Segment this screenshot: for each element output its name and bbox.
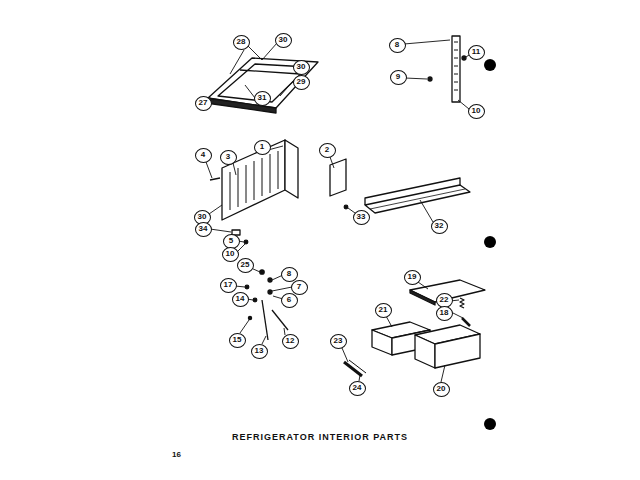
callout-number: 10: [468, 104, 485, 119]
callout-number: 3: [220, 150, 237, 165]
shelf-trim: [240, 70, 300, 74]
callout-number: 10: [222, 247, 239, 262]
page-number: 16: [172, 450, 181, 459]
callout-number: 29: [293, 75, 310, 90]
channel-lip: [365, 178, 460, 205]
callout-number: 2: [319, 143, 336, 158]
callout-number: 34: [195, 222, 212, 237]
callout-number: 20: [433, 382, 450, 397]
callout-number: 27: [195, 96, 212, 111]
trim-strip: [349, 360, 366, 373]
panel-slats: [230, 151, 278, 210]
callout-number: 9: [390, 70, 407, 85]
panel-side: [285, 140, 298, 198]
pin: [462, 318, 470, 326]
hardware: [245, 270, 288, 340]
spring: [460, 298, 464, 308]
clip: [462, 56, 466, 60]
callout-number: 15: [229, 333, 246, 348]
callout-number: 19: [404, 270, 421, 285]
callout-number: 8: [281, 267, 298, 282]
callout-number: 23: [330, 334, 347, 349]
cover-edge: [410, 290, 435, 305]
rail-slots: [454, 42, 458, 90]
callout-number: 32: [431, 219, 448, 234]
shelf-rail: [452, 36, 460, 102]
pin: [210, 178, 220, 180]
registration-dot: [484, 236, 496, 248]
drawer-front: [372, 330, 392, 355]
drawer-side: [435, 334, 480, 368]
callout-number: 30: [275, 33, 292, 48]
figure-caption: REFRIGERATOR INTERIOR PARTS: [232, 432, 408, 442]
registration-dot: [484, 59, 496, 71]
callout-number: 24: [349, 381, 366, 396]
callout-number: 17: [220, 278, 237, 293]
registration-dot: [484, 418, 496, 430]
callout-number: 11: [468, 45, 485, 60]
callout-number: 1: [254, 140, 271, 155]
callout-number: 6: [281, 293, 298, 308]
callout-number: 14: [232, 292, 249, 307]
channel-edge: [370, 189, 465, 209]
screw: [344, 205, 348, 209]
callout-number: 31: [254, 91, 271, 106]
callout-number: 12: [282, 334, 299, 349]
callout-number: 7: [291, 280, 308, 295]
callout-number: 28: [233, 35, 250, 50]
callout-number: 8: [389, 38, 406, 53]
callout-number: 21: [375, 303, 392, 318]
callout-number: 4: [195, 148, 212, 163]
callout-number: 25: [237, 258, 254, 273]
callout-number: 13: [251, 344, 268, 359]
screw: [428, 77, 432, 81]
trim-strip: [344, 362, 362, 376]
callout-number: 30: [293, 60, 310, 75]
screw: [244, 240, 248, 244]
channel: [365, 185, 470, 213]
callout-number: 33: [353, 210, 370, 225]
drawer-front: [415, 335, 435, 368]
callout-number: 18: [436, 306, 453, 321]
leader-lines: [206, 40, 469, 382]
